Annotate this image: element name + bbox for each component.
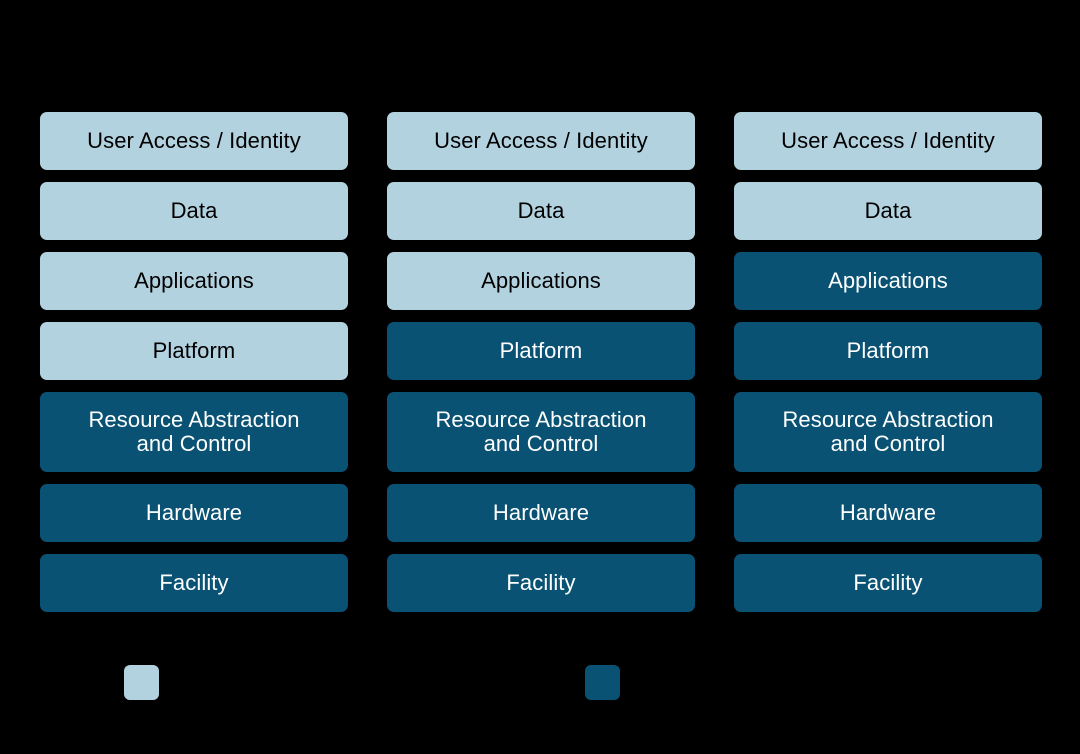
- layer-box-hardware[interactable]: Hardware: [734, 484, 1042, 542]
- layer-box-user-access-identity[interactable]: User Access / Identity: [734, 112, 1042, 170]
- stack-column-2: User Access / Identity Data Applications…: [387, 112, 695, 612]
- layer-box-applications[interactable]: Applications: [387, 252, 695, 310]
- layer-box-data[interactable]: Data: [734, 182, 1042, 240]
- stack-column-1: User Access / Identity Data Applications…: [40, 112, 348, 612]
- stack-column-3: User Access / Identity Data Applications…: [734, 112, 1042, 612]
- layer-box-platform[interactable]: Platform: [734, 322, 1042, 380]
- layer-box-data[interactable]: Data: [40, 182, 348, 240]
- layer-box-resource-abstraction-and-control[interactable]: Resource Abstraction and Control: [40, 392, 348, 472]
- stack-columns-container: User Access / Identity Data Applications…: [40, 112, 1042, 612]
- layer-box-data[interactable]: Data: [387, 182, 695, 240]
- layer-box-platform[interactable]: Platform: [387, 322, 695, 380]
- layer-box-resource-abstraction-and-control[interactable]: Resource Abstraction and Control: [387, 392, 695, 472]
- layer-box-facility[interactable]: Facility: [387, 554, 695, 612]
- legend-swatch-light-icon: [124, 665, 159, 700]
- layer-box-user-access-identity[interactable]: User Access / Identity: [40, 112, 348, 170]
- layer-box-user-access-identity[interactable]: User Access / Identity: [387, 112, 695, 170]
- legend-entry-dark: [585, 665, 632, 700]
- layer-box-resource-abstraction-and-control[interactable]: Resource Abstraction and Control: [734, 392, 1042, 472]
- layer-box-platform[interactable]: Platform: [40, 322, 348, 380]
- legend: [0, 665, 1080, 705]
- legend-entry-light: [124, 665, 171, 700]
- layer-box-hardware[interactable]: Hardware: [40, 484, 348, 542]
- layer-box-applications[interactable]: Applications: [40, 252, 348, 310]
- layer-box-hardware[interactable]: Hardware: [387, 484, 695, 542]
- layer-box-facility[interactable]: Facility: [40, 554, 348, 612]
- layer-box-facility[interactable]: Facility: [734, 554, 1042, 612]
- layer-box-applications[interactable]: Applications: [734, 252, 1042, 310]
- legend-swatch-dark-icon: [585, 665, 620, 700]
